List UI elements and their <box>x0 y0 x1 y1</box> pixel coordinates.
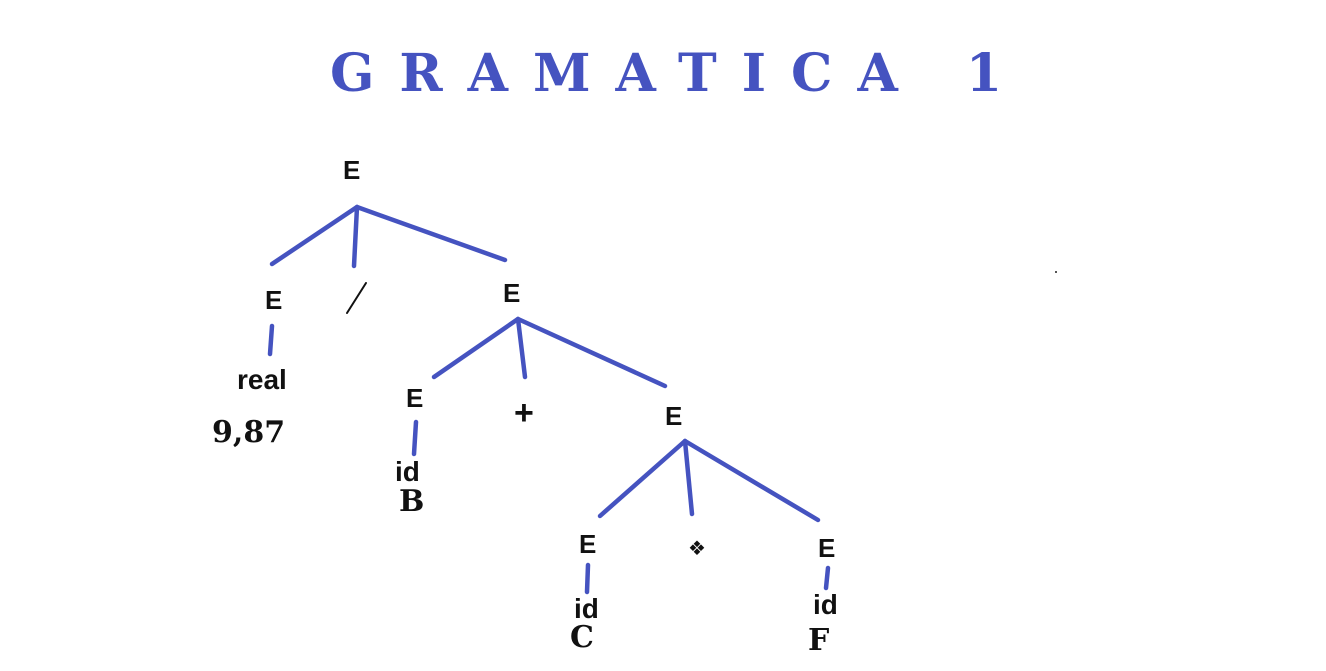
page-title: GRAMATICA 1 <box>330 43 1028 104</box>
edge-right-e-to-plus <box>515 316 528 380</box>
edge-root-to-divide <box>351 204 360 269</box>
node-e-b: E <box>406 383 424 413</box>
node-e-c: E <box>579 529 597 559</box>
value-b: B <box>399 484 425 519</box>
edge-root-to-left-e <box>269 204 360 267</box>
divide-operator-mark <box>346 282 367 314</box>
value-f: F <box>808 623 830 658</box>
terminal-id-c: id <box>574 593 599 624</box>
edge-e-star-to-e-f <box>682 438 821 523</box>
edge-right-e-to-e-b <box>431 316 521 380</box>
node-left-e: E <box>265 285 283 315</box>
node-right-e: E <box>503 278 521 308</box>
terminal-id-b: id <box>395 456 420 487</box>
operator-times: ❖ <box>688 538 706 560</box>
edge-e-star-to-e-c <box>597 438 688 519</box>
edge-left-e-to-real <box>267 323 275 357</box>
stray-dot <box>1055 271 1057 273</box>
terminal-id-f: id <box>813 589 838 620</box>
node-e-star: E <box>665 401 683 431</box>
edge-e-c-to-id <box>584 562 591 595</box>
value-c: C <box>570 620 594 655</box>
edge-e-b-to-id <box>411 419 419 457</box>
edge-e-star-to-times <box>682 438 695 517</box>
terminal-real: real <box>237 364 287 395</box>
edge-root-to-right-e <box>354 204 508 263</box>
value-real-9-87: 9,87 <box>212 415 286 450</box>
operator-plus: + <box>514 394 534 432</box>
edge-right-e-to-e-star <box>515 316 668 389</box>
node-e-f: E <box>818 533 836 563</box>
node-root-e: E <box>343 155 361 185</box>
edge-e-f-to-id <box>823 565 831 591</box>
